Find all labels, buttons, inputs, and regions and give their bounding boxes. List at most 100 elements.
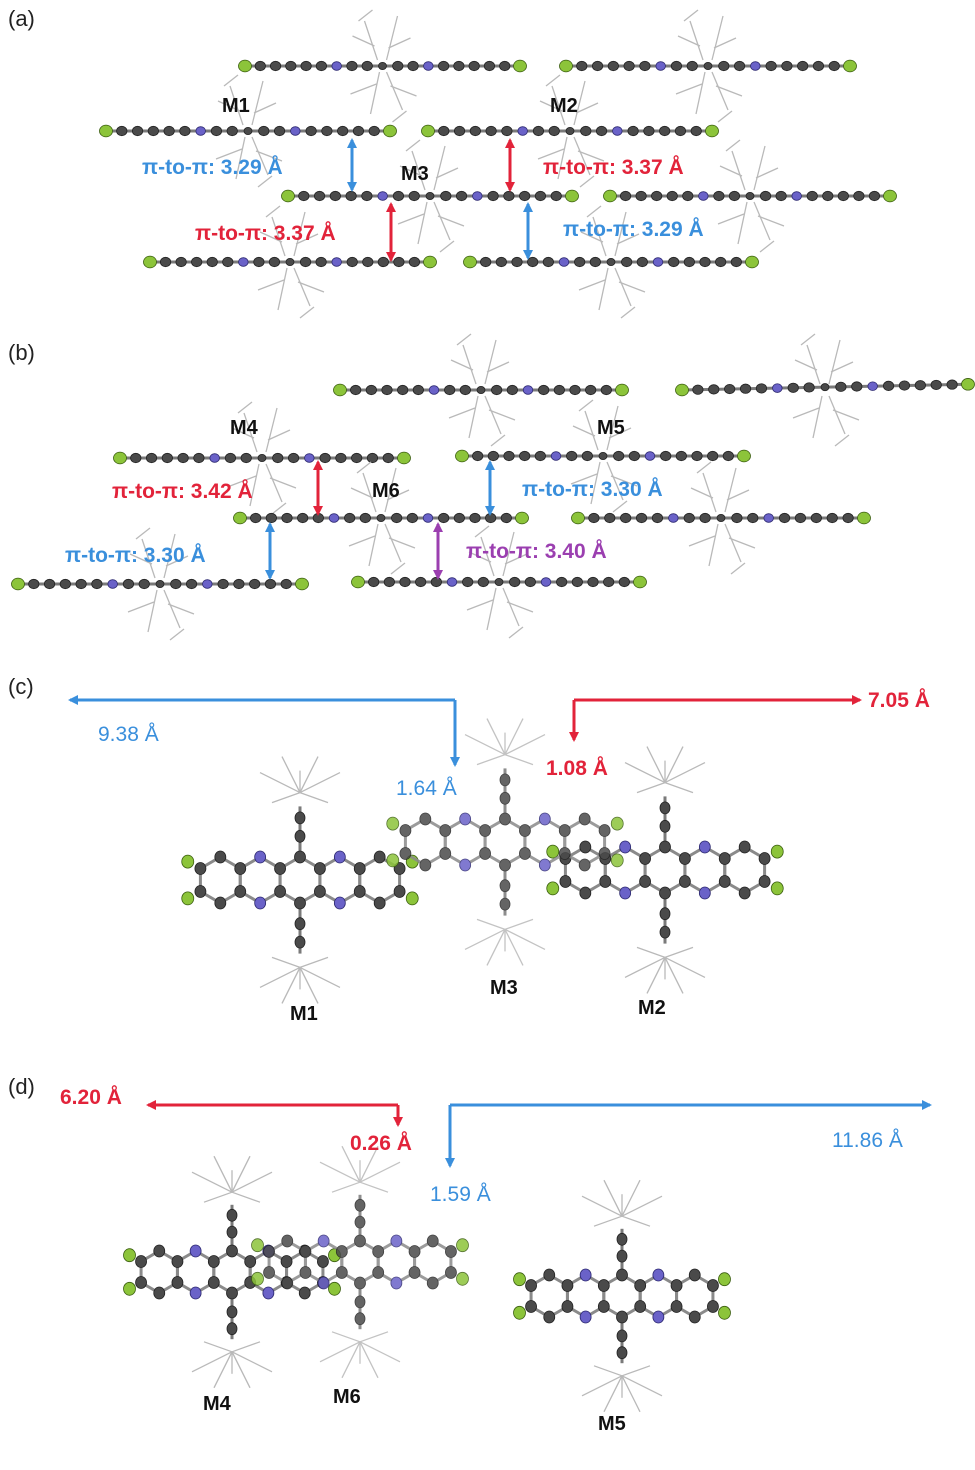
substituent-bond bbox=[598, 267, 609, 311]
carbon-atom bbox=[543, 1310, 556, 1324]
carbon-atom bbox=[131, 125, 144, 137]
substituent-bond bbox=[392, 110, 407, 123]
substituent-bond bbox=[356, 461, 372, 474]
carbon-atom bbox=[244, 1255, 257, 1268]
carbon-atom bbox=[679, 875, 691, 888]
carbon-atom bbox=[603, 576, 615, 588]
chlorine-atom bbox=[565, 189, 579, 203]
substituent-bond bbox=[486, 361, 510, 373]
ring-bond bbox=[523, 817, 567, 867]
nitrogen-atom bbox=[423, 61, 434, 71]
carbon-atom bbox=[214, 850, 227, 864]
substituent-bond bbox=[586, 205, 602, 218]
carbon-atom bbox=[499, 60, 511, 72]
carbon-atom bbox=[639, 875, 651, 888]
substituent-bond bbox=[231, 427, 255, 439]
nitrogen-atom bbox=[189, 1244, 202, 1258]
molecule-label-m4: M4 bbox=[230, 417, 259, 439]
carbon-atom bbox=[170, 578, 182, 590]
carbon-atom bbox=[350, 384, 362, 396]
substituent-bond bbox=[271, 791, 301, 804]
nitrogen-atom bbox=[254, 896, 267, 910]
carbon-atom bbox=[794, 512, 807, 524]
carbon-atom bbox=[135, 1276, 147, 1289]
substituent-bond bbox=[468, 551, 492, 563]
carbon-atom bbox=[317, 1255, 329, 1268]
substituent-bond bbox=[488, 409, 516, 421]
carbon-atom bbox=[597, 1300, 610, 1313]
substituent-bond bbox=[557, 136, 568, 180]
substituent-bond bbox=[575, 102, 599, 114]
nitrogen-atom bbox=[867, 381, 878, 391]
substituent-bond bbox=[624, 956, 666, 978]
offset-label: 11.86 Å bbox=[832, 1129, 903, 1152]
substituent-bond bbox=[484, 395, 502, 435]
substituent-bond bbox=[579, 175, 595, 188]
carbon-atom bbox=[519, 190, 531, 202]
carbon-atom bbox=[407, 60, 419, 72]
molecule-side-view bbox=[571, 461, 871, 575]
substituent-bond bbox=[295, 233, 319, 245]
carbon-atom bbox=[268, 256, 281, 268]
carbon-atom bbox=[627, 125, 639, 137]
chlorine-atom bbox=[421, 124, 435, 138]
chlorine-atom bbox=[238, 59, 252, 73]
substituent-bond bbox=[537, 148, 565, 160]
carbon-atom bbox=[842, 512, 854, 524]
substituent-bond bbox=[229, 85, 244, 126]
substituent-bond bbox=[439, 240, 455, 253]
carbon-atom bbox=[868, 190, 881, 202]
carbon-atom bbox=[634, 1300, 647, 1313]
carbon-atom bbox=[616, 1310, 628, 1324]
substituent-bond bbox=[235, 136, 246, 180]
carbon-atom bbox=[391, 512, 403, 524]
carbon-atom bbox=[378, 62, 387, 71]
carbon-atom bbox=[419, 812, 432, 826]
substituent-bond bbox=[384, 523, 402, 563]
molecule-label-m5: M5 bbox=[598, 1413, 626, 1435]
carbon-atom bbox=[781, 60, 793, 72]
chlorine-atom bbox=[281, 189, 295, 203]
nitrogen-atom bbox=[763, 513, 774, 523]
molecule-label-m6: M6 bbox=[333, 1386, 361, 1408]
substituent-bond bbox=[757, 215, 785, 227]
substituent-bond bbox=[621, 1179, 641, 1217]
carbon-atom bbox=[426, 1234, 439, 1248]
substituent-bond bbox=[255, 150, 283, 162]
offset-label: 6.20 Å bbox=[60, 1085, 122, 1109]
carbon-atom bbox=[579, 840, 592, 854]
carbon-atom bbox=[668, 256, 680, 268]
substituent-bond bbox=[593, 1365, 623, 1377]
carbon-atom bbox=[550, 190, 562, 202]
substituent-bond bbox=[299, 966, 341, 988]
substituent-bond bbox=[363, 20, 379, 61]
carbon-atom bbox=[503, 190, 515, 202]
molecule-side-view bbox=[238, 9, 527, 123]
carbon-atom bbox=[595, 125, 608, 137]
nitrogen-atom bbox=[698, 840, 711, 854]
substituent-bond bbox=[621, 1215, 651, 1227]
panel-a-molecules bbox=[99, 9, 897, 319]
carbon-atom bbox=[345, 190, 357, 202]
carbon-atom bbox=[580, 125, 592, 137]
substituent-bond bbox=[299, 956, 329, 969]
substituent-bond bbox=[293, 211, 306, 257]
substituent-bond bbox=[297, 281, 325, 293]
substituent-bond bbox=[388, 37, 411, 49]
carbon-atom bbox=[775, 190, 787, 202]
ring-bond bbox=[278, 855, 322, 905]
carbon-atom bbox=[191, 256, 203, 268]
substituent-bond bbox=[580, 231, 604, 243]
carbon-atom bbox=[561, 1300, 574, 1313]
ring-bond bbox=[443, 817, 487, 867]
substituent-bond bbox=[800, 333, 816, 346]
substituent-bond bbox=[231, 1155, 251, 1193]
carbon-atom bbox=[354, 1312, 366, 1326]
carbon-atom bbox=[659, 125, 671, 137]
substituent-bond bbox=[606, 405, 619, 451]
substituent-bond bbox=[259, 772, 301, 794]
carbon-atom bbox=[571, 576, 583, 588]
substituent-bond bbox=[590, 461, 601, 505]
substituent-bond bbox=[388, 537, 416, 549]
carbon-atom bbox=[354, 1234, 366, 1248]
